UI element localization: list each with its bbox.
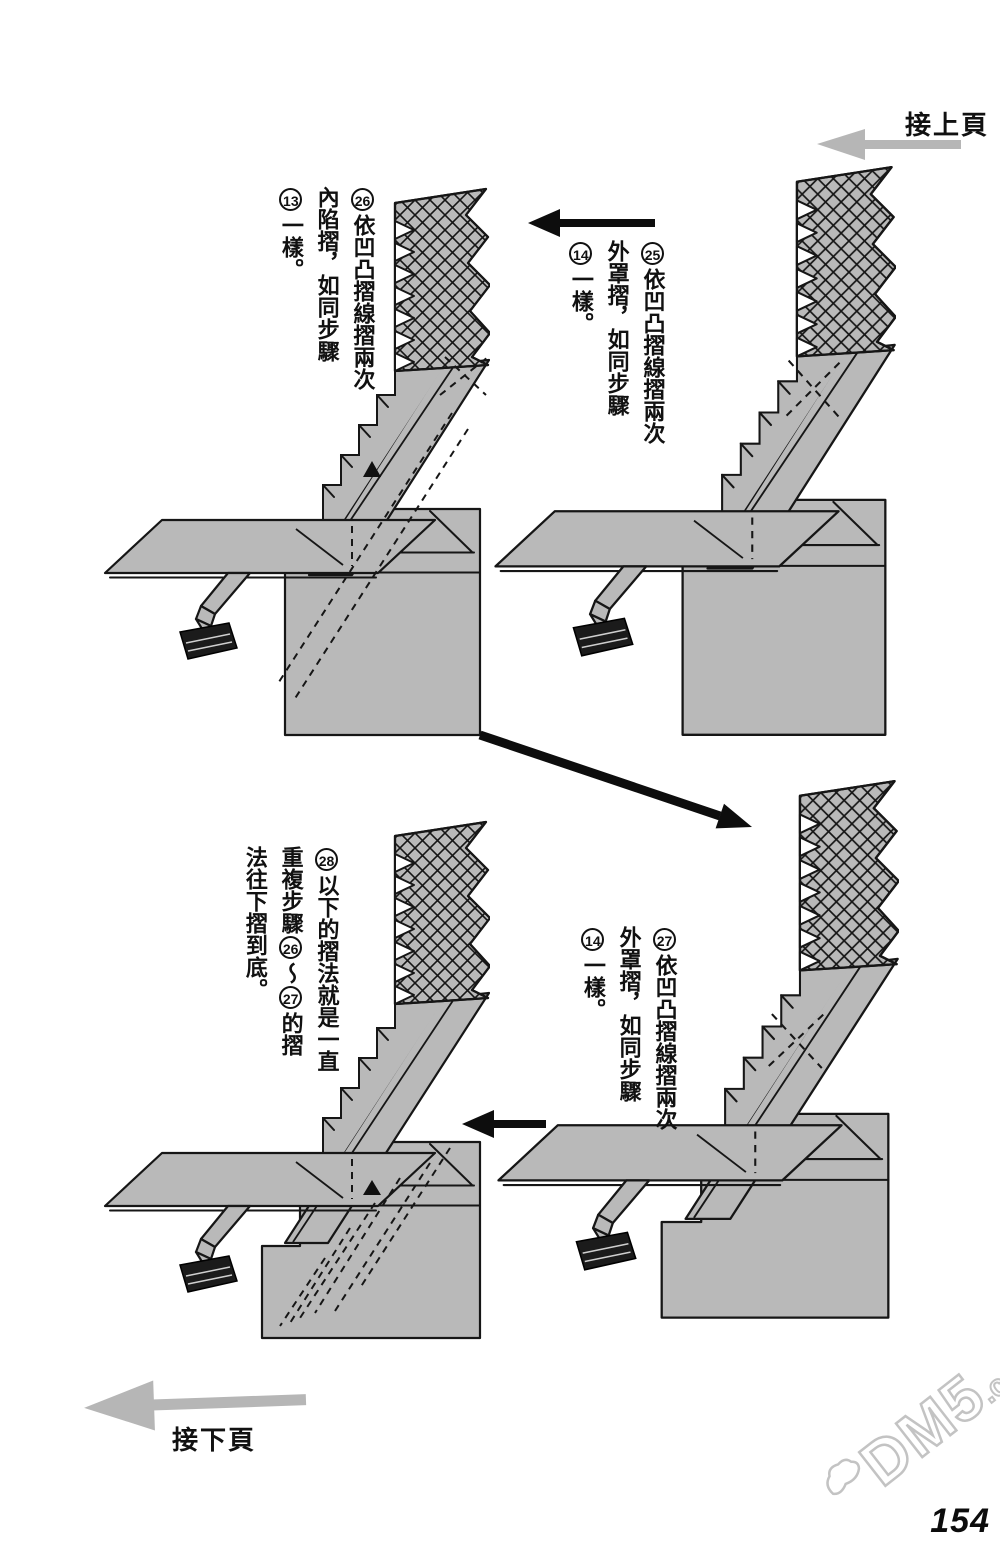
step-number-badge: 27 <box>279 986 303 1009</box>
fold-mark-dashed-x <box>439 356 489 396</box>
fold-direction-triangle <box>363 1180 381 1195</box>
caption-column: 外罩摺，如同步驟 <box>603 240 630 495</box>
step-number-badge: 14 <box>581 928 605 951</box>
page-number: 154 <box>930 1502 990 1540</box>
step-26-caption: 26 依凹凸摺線摺兩次內陷摺，如同步驟 13 一樣。 <box>268 186 376 441</box>
caption-text: 以下的摺法就是一直 <box>314 874 340 1072</box>
caption-text: 的摺 <box>278 1012 304 1056</box>
step-25-caption: 25 依凹凸摺線摺兩次外罩摺，如同步驟 14 一樣。 <box>558 240 666 495</box>
caption-text: 內陷摺，如同步驟 <box>314 186 340 362</box>
step-number-badge: 28 <box>314 848 338 871</box>
step-27-caption: 27 依凹凸摺線摺兩次外罩摺，如同步驟 14 一樣。 <box>570 926 678 1181</box>
caption-column: 法往下摺到底。 <box>241 846 268 1121</box>
fold-mark-dashed-x <box>768 1013 825 1069</box>
caption-text: 依凹凸摺線摺兩次 <box>350 214 376 390</box>
origami-diagram-step-26 <box>100 185 490 740</box>
origami-diagram-step-27 <box>493 777 899 1354</box>
caption-column: 13 一樣。 <box>277 186 304 441</box>
caption-text: 外罩摺，如同步驟 <box>604 240 630 416</box>
caption-column: 25 依凹凸摺線摺兩次 <box>639 240 666 495</box>
next-page-arrow-icon <box>84 1380 307 1431</box>
caption-text: 一樣。 <box>278 214 304 280</box>
caption-column: 28 以下的摺法就是一直 <box>313 846 340 1121</box>
caption-column: 內陷摺，如同步驟 <box>313 186 340 441</box>
caption-text: 依凹凸摺線摺兩次 <box>652 954 678 1130</box>
caption-column: 重複步驟26 〜27 的摺 <box>277 846 304 1121</box>
watermark-mascot-icon <box>826 1458 861 1496</box>
caption-column: 14 一樣。 <box>579 926 606 1181</box>
caption-text: 法往下摺到底。 <box>242 846 268 1000</box>
next-page-label: 接下頁 <box>172 1425 257 1455</box>
fold-direction-triangle <box>363 461 381 477</box>
caption-text: 一樣。 <box>580 954 606 1020</box>
caption-column: 26 依凹凸摺線摺兩次 <box>349 186 376 441</box>
prev-page-label: 接上頁 <box>905 110 990 140</box>
origami-diagram-step-25 <box>490 163 896 740</box>
caption-column: 14 一樣。 <box>567 240 594 495</box>
prev-page-arrow-icon <box>817 129 961 160</box>
caption-column: 外罩摺，如同步驟 <box>615 926 642 1181</box>
watermark: DM5.com <box>808 1303 1000 1531</box>
step-number-badge: 26 <box>279 936 303 959</box>
caption-text: 一樣。 <box>568 268 594 334</box>
caption-text: 外罩摺，如同步驟 <box>616 926 642 1102</box>
step-number-badge: 14 <box>569 242 593 265</box>
step-28-caption: 28 以下的摺法就是一直重複步驟26 〜27 的摺法往下摺到底。 <box>232 846 340 1121</box>
caption-column: 27 依凹凸摺線摺兩次 <box>651 926 678 1181</box>
step-number-badge: 25 <box>640 242 664 265</box>
step-number-badge: 27 <box>652 928 676 951</box>
step-number-badge: 26 <box>350 188 374 211</box>
step-number-badge: 13 <box>279 188 303 211</box>
caption-text: 重複步驟 <box>278 846 304 934</box>
caption-text: 依凹凸摺線摺兩次 <box>640 268 666 444</box>
crease-line-dashed <box>276 412 469 701</box>
crease-lines-dashed <box>279 1147 451 1327</box>
origami-diagram-step-28 <box>100 818 490 1373</box>
caption-text: 〜 <box>278 962 304 984</box>
